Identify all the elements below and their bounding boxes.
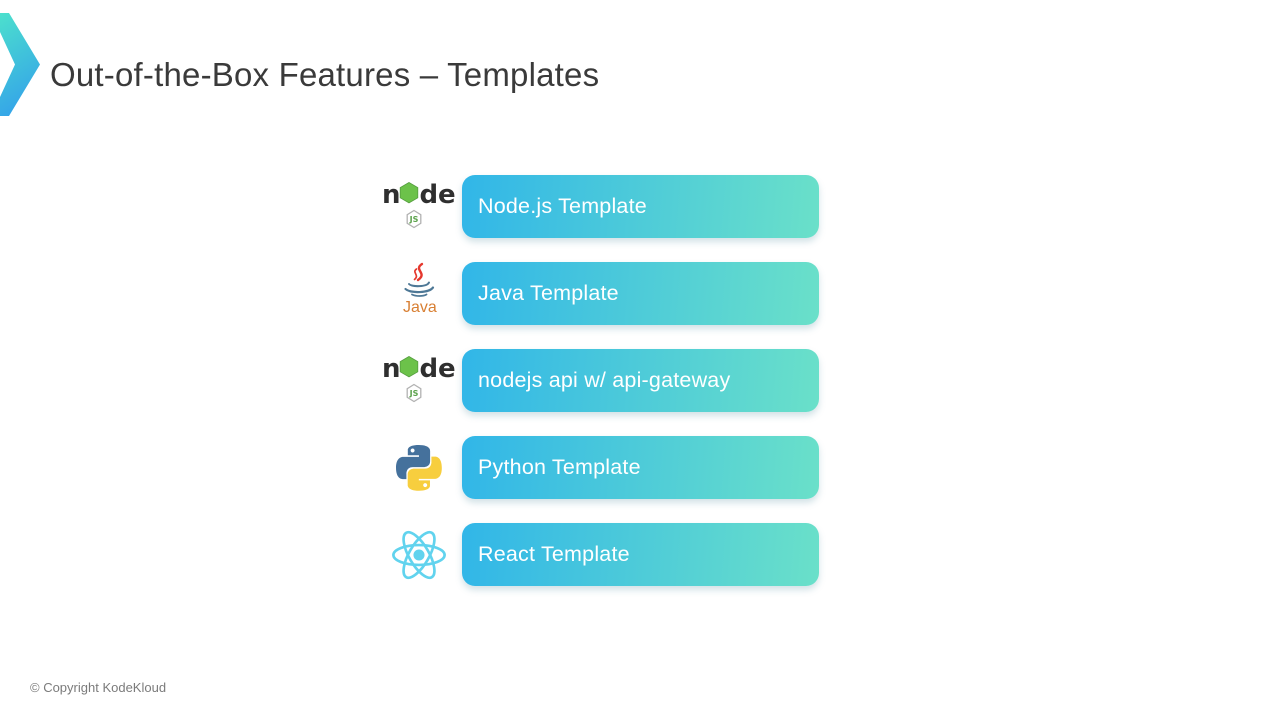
- template-button-1[interactable]: Node.js Template: [462, 175, 819, 238]
- template-button-2[interactable]: Java Template: [462, 262, 819, 325]
- template-button-4[interactable]: Python Template: [462, 436, 819, 499]
- python-icon: [375, 435, 462, 501]
- footer: © Copyright KodeKloud: [30, 680, 166, 695]
- template-row: n d e JS nodejs api w/ api-gateway: [375, 349, 819, 412]
- template-button-3[interactable]: nodejs api w/ api-gateway: [462, 349, 819, 412]
- svg-text:d: d: [419, 355, 438, 384]
- svg-text:e: e: [438, 355, 456, 384]
- nodejs-icon: n d e JS: [375, 348, 462, 414]
- template-button-label: Node.js Template: [478, 194, 647, 218]
- decorative-chevron-icon: [0, 13, 41, 116]
- footer-copyright: © Copyright KodeKloud: [30, 680, 167, 695]
- template-row: React Template: [375, 523, 819, 586]
- svg-text:Java: Java: [403, 299, 437, 316]
- page-title: Out-of-the-Box Features – Templates: [50, 56, 600, 93]
- svg-text:e: e: [438, 181, 456, 210]
- template-button-label: nodejs api w/ api-gateway: [478, 368, 731, 392]
- svg-text:n: n: [382, 355, 401, 384]
- template-list: n d e JS Node.js Template Java: [375, 175, 819, 610]
- template-button-label: Java Template: [478, 281, 619, 305]
- svg-text:JS: JS: [408, 215, 418, 224]
- react-icon: [375, 522, 462, 588]
- svg-text:n: n: [382, 181, 401, 210]
- template-button-label: Python Template: [478, 455, 641, 479]
- template-button-label: React Template: [478, 542, 630, 566]
- template-row: n d e JS Node.js Template: [375, 175, 819, 238]
- template-button-5[interactable]: React Template: [462, 523, 819, 586]
- template-row: Java Java Template: [375, 262, 819, 325]
- nodejs-icon: n d e JS: [375, 174, 462, 240]
- java-icon: Java: [375, 261, 462, 327]
- template-row: Python Template: [375, 436, 819, 499]
- svg-text:d: d: [419, 181, 438, 210]
- svg-text:JS: JS: [408, 389, 418, 398]
